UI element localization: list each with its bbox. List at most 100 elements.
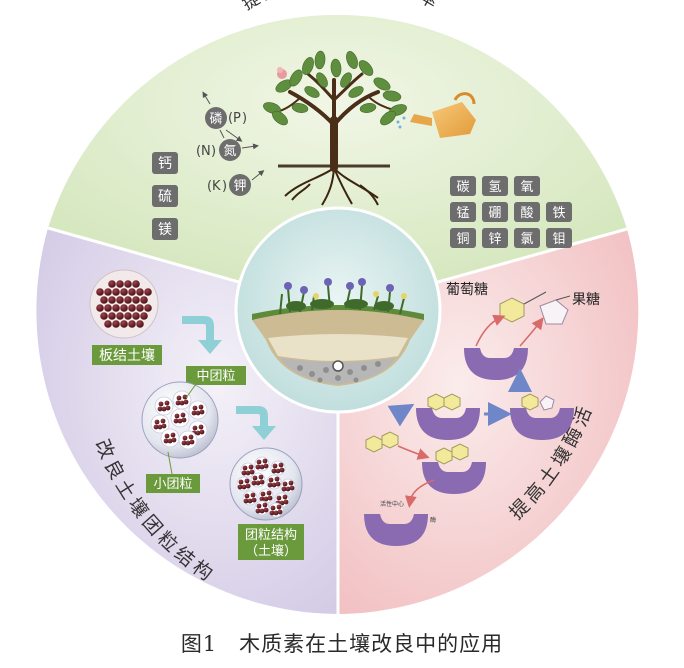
element-tile-label: 硼: [488, 206, 501, 221]
watering-can-icon: [396, 92, 476, 138]
medium-aggregate-text: 中团粒: [196, 369, 235, 384]
aggregate-cluster: [172, 390, 192, 410]
soil-grain: [136, 320, 144, 328]
enzyme-lower: [422, 443, 486, 494]
soil-grain: [108, 312, 116, 320]
compacted-soil-ball: [89, 269, 159, 339]
soil-grain: [116, 296, 124, 304]
soil-grain: [116, 280, 124, 288]
aggregate-cluster: [178, 430, 198, 450]
element-tile-label: 铁: [552, 206, 565, 221]
free-disaccharide: [365, 431, 399, 453]
element-tile-label: 酸: [520, 206, 533, 221]
aggregate-cluster: [242, 490, 258, 506]
element-tile-label: 钼: [552, 232, 565, 247]
soil-grain: [96, 304, 104, 312]
soil-grain: [100, 296, 108, 304]
element-tile: 锌: [482, 228, 508, 248]
element-tile-label: 锌: [488, 232, 501, 247]
svg-text:(: (: [207, 179, 212, 194]
aggregate-cluster: [270, 460, 286, 476]
element-tile: 氧: [514, 176, 540, 196]
aggregate-structure-ball: [229, 447, 303, 521]
teal-arrow-1: [182, 316, 222, 354]
aggregate-cluster: [150, 414, 170, 434]
soil-grain: [132, 280, 140, 288]
element-tile-label: 钙: [158, 156, 172, 172]
aggregate-cluster: [170, 408, 190, 428]
element-tile-label: 氢: [488, 180, 501, 195]
soil-grain: [132, 312, 140, 320]
compacted-soil-label: 板结土壤: [92, 345, 162, 365]
soil-grain: [112, 288, 120, 296]
aggregate-cluster: [254, 500, 270, 516]
soil-grain: [104, 320, 112, 328]
compacted-soil-text: 板结土壤: [99, 347, 155, 364]
soil-grain: [100, 312, 108, 320]
element-tile: 硫: [152, 185, 178, 207]
soil-grain: [128, 320, 136, 328]
soil-grain: [120, 304, 128, 312]
soil-grain: [124, 296, 132, 304]
aggregate-cluster: [240, 462, 256, 478]
soil-grain: [104, 288, 112, 296]
small-aggregate-text: 小团粒: [153, 477, 192, 492]
element-tile: 铜: [450, 228, 476, 248]
small-aggregate-label: 小团粒: [146, 474, 200, 493]
soil-grain: [140, 296, 148, 304]
svg-text:): ): [242, 111, 247, 126]
nitrogen-marker: 氮 ( N ): [196, 129, 259, 161]
aggregate-cluster: [280, 478, 296, 494]
soil-grain: [124, 280, 132, 288]
element-column-left: 钙硫镁: [152, 152, 178, 240]
aggregate-cluster: [254, 456, 270, 472]
soil-grain: [144, 288, 152, 296]
soil-grain: [96, 288, 104, 296]
svg-text:): ): [222, 179, 227, 194]
tree-illustration: [263, 50, 407, 206]
figure-caption: 图1 木质素在土壤改良中的应用: [180, 632, 504, 656]
soil-grain: [140, 312, 148, 320]
element-tile: 铁: [546, 202, 572, 222]
soil-grain: [104, 304, 112, 312]
soil-grain: [128, 288, 136, 296]
element-tile-label: 氧: [520, 180, 533, 195]
element-tile-label: 氯: [520, 232, 533, 247]
arrow-lower-to-bottom: [404, 479, 435, 508]
arrow-free-to-lower: [397, 445, 430, 460]
nitrogen-name: 氮: [223, 144, 236, 159]
enzyme-middle-right: [510, 393, 574, 440]
arrow-top-to-sugars: [475, 314, 506, 347]
potassium-marker: 钾 ( K ): [207, 170, 265, 196]
element-tile: 碳: [450, 176, 476, 196]
aggregate-cluster: [188, 400, 208, 420]
top-sector-title: 提高土壤养分利用效率: [239, 0, 443, 15]
element-tile: 酸: [514, 202, 540, 222]
medium-aggregate-ball: [141, 381, 219, 459]
svg-text:(: (: [196, 144, 201, 159]
aggregate-structure-text-2: （土壤）: [245, 543, 297, 559]
soil-grain: [128, 304, 136, 312]
element-tile-label: 锰: [456, 206, 469, 221]
soil-grain: [112, 304, 120, 312]
aggregate-cluster: [250, 472, 266, 488]
element-tile-label: 碳: [456, 180, 469, 195]
element-tile: 钼: [546, 228, 572, 248]
element-tile: 镁: [152, 218, 178, 240]
element-tile: 氢: [482, 176, 508, 196]
phosphorus-name: 磷: [209, 112, 222, 127]
nitrogen-symbol: N: [201, 144, 211, 159]
potassium-symbol: K: [212, 179, 221, 194]
soil-grain: [120, 320, 128, 328]
aggregate-cluster: [258, 488, 274, 504]
potassium-name: 钾: [233, 179, 246, 194]
soil-grain: [136, 304, 144, 312]
soil-grain: [108, 296, 116, 304]
svg-text:(: (: [228, 111, 233, 126]
aggregate-cluster: [268, 502, 284, 518]
fructose-label: 果糖: [572, 292, 600, 308]
element-tile-label: 铜: [456, 232, 469, 247]
phosphorus-symbol: P: [233, 111, 241, 126]
arrow-top-to-fructose: [519, 317, 544, 347]
